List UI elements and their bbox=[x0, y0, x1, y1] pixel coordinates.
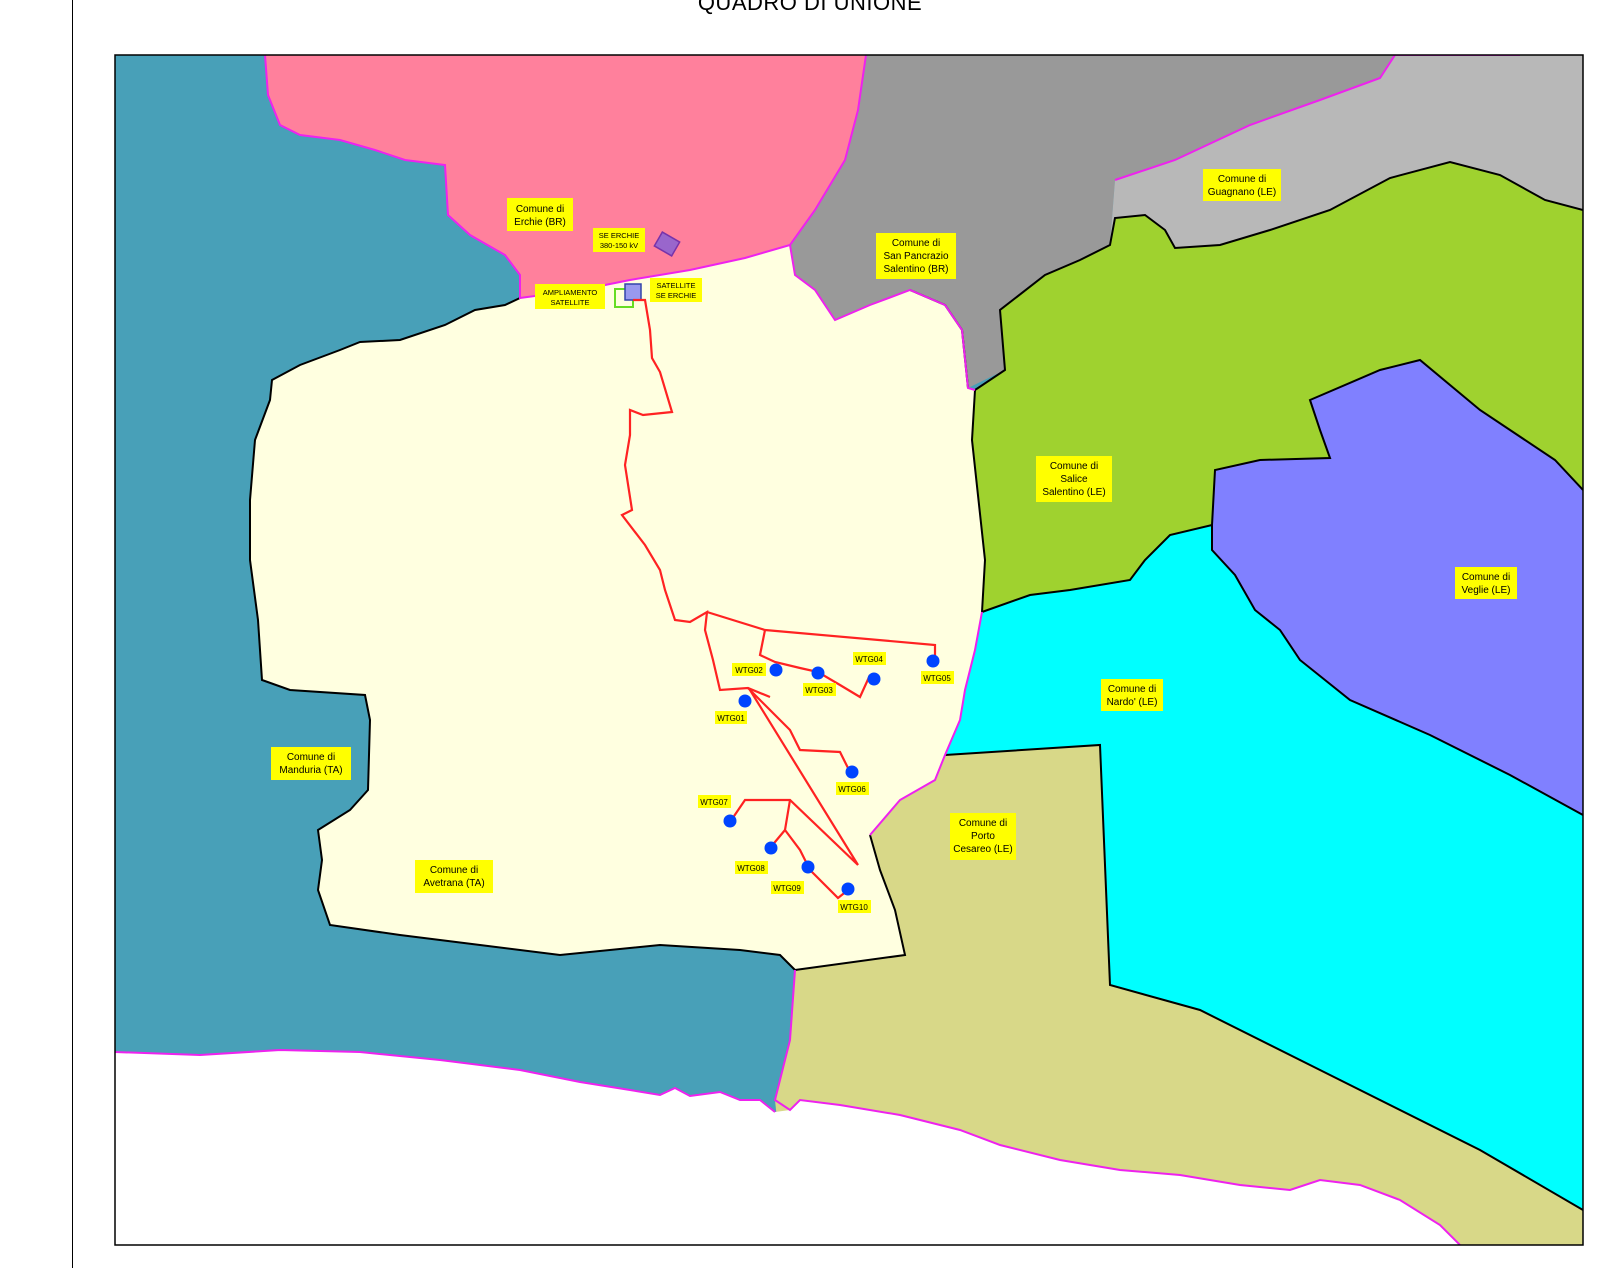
label-salice-line3: Salentino (LE) bbox=[1042, 487, 1105, 498]
turbine-label-wtg05: WTG05 bbox=[923, 674, 951, 683]
label-veglie: Comune di Veglie (LE) bbox=[1455, 567, 1517, 599]
label-ampliamento: AMPLIAMENTO SATELLITE bbox=[535, 284, 605, 309]
turbine-label-wtg07: WTG07 bbox=[700, 798, 728, 807]
turbine-markers bbox=[723, 654, 940, 896]
region-sea bbox=[115, 1050, 1460, 1245]
label-veglie-line1: Comune di bbox=[1462, 572, 1510, 583]
label-san-pancrazio: Comune di San Pancrazio Salentino (BR) bbox=[876, 233, 956, 279]
region-avetrana bbox=[250, 245, 985, 970]
region-veglie bbox=[1212, 360, 1583, 815]
turbine-label-wtg03: WTG03 bbox=[805, 686, 833, 695]
turbine-label-wtg08: WTG08 bbox=[737, 864, 765, 873]
map-regions: Comune di Erchie (BR) Comune di San Panc… bbox=[115, 55, 1583, 1245]
label-porto-cesareo: Comune di Porto Cesareo (LE) bbox=[950, 813, 1016, 860]
label-satellite-line2: SE ERCHIE bbox=[656, 291, 696, 300]
turbine-wtg09-icon[interactable] bbox=[801, 860, 815, 874]
label-erchie: Comune di Erchie (BR) bbox=[507, 198, 573, 231]
turbine-label-wtg09: WTG09 bbox=[773, 884, 801, 893]
label-salice-line2: Salice bbox=[1060, 474, 1088, 485]
cable-route bbox=[620, 298, 937, 900]
label-avetrana: Comune di Avetrana (TA) bbox=[415, 860, 493, 893]
turbine-label-wtg02: WTG02 bbox=[735, 666, 763, 675]
turbine-labels: WTG01 WTG02 WTG03 WTG04 WTG05 WTG06 WTG0… bbox=[698, 652, 954, 913]
label-porto-cesareo-line3: Cesareo (LE) bbox=[953, 844, 1012, 855]
satellite-se-erchie-shape bbox=[624, 283, 642, 301]
label-guagnano: Comune di Guagnano (LE) bbox=[1203, 169, 1281, 201]
region-porto-cesareo bbox=[775, 745, 1583, 1245]
turbine-wtg02-icon[interactable] bbox=[769, 663, 783, 677]
turbine-wtg06-icon[interactable] bbox=[845, 765, 859, 779]
label-erchie-line2: Erchie (BR) bbox=[514, 217, 566, 228]
label-avetrana-line2: Avetrana (TA) bbox=[423, 878, 484, 889]
label-guagnano-line2: Guagnano (LE) bbox=[1208, 187, 1276, 198]
label-avetrana-line1: Comune di bbox=[430, 865, 478, 876]
label-salice-line1: Comune di bbox=[1050, 461, 1098, 472]
label-veglie-line2: Veglie (LE) bbox=[1462, 585, 1511, 596]
turbine-label-wtg06: WTG06 bbox=[838, 785, 866, 794]
label-manduria: Comune di Manduria (TA) bbox=[271, 747, 351, 780]
label-erchie-line1: Comune di bbox=[516, 204, 564, 215]
label-se-erchie-line2: 380-150 kV bbox=[600, 241, 638, 250]
turbine-label-wtg10: WTG10 bbox=[840, 903, 868, 912]
turbine-label-wtg01: WTG01 bbox=[717, 714, 745, 723]
label-satellite: SATELLITE SE ERCHIE bbox=[650, 278, 702, 302]
label-manduria-line1: Comune di bbox=[287, 752, 335, 763]
turbine-wtg10-icon[interactable] bbox=[841, 882, 855, 896]
label-manduria-line2: Manduria (TA) bbox=[279, 765, 342, 776]
region-san-pancrazio bbox=[790, 55, 1395, 388]
label-ampliamento-line1: AMPLIAMENTO bbox=[543, 288, 598, 297]
label-san-pancrazio-line3: Salentino (BR) bbox=[883, 264, 948, 275]
label-se-erchie: SE ERCHIE 380-150 kV bbox=[593, 228, 645, 252]
highlight-boundaries bbox=[115, 55, 1520, 1245]
turbine-wtg08-icon[interactable] bbox=[764, 841, 778, 855]
label-se-erchie-line1: SE ERCHIE bbox=[599, 231, 639, 240]
label-satellite-line1: SATELLITE bbox=[656, 281, 695, 290]
label-nardo: Comune di Nardo' (LE) bbox=[1101, 679, 1163, 711]
turbine-wtg04-icon[interactable] bbox=[867, 672, 881, 686]
turbine-wtg07-icon[interactable] bbox=[723, 814, 737, 828]
label-san-pancrazio-line1: Comune di bbox=[892, 238, 940, 249]
label-guagnano-line1: Comune di bbox=[1218, 174, 1266, 185]
turbine-wtg01-icon[interactable] bbox=[738, 694, 752, 708]
label-san-pancrazio-line2: San Pancrazio bbox=[883, 251, 948, 262]
municipality-labels: Comune di Erchie (BR) Comune di San Panc… bbox=[271, 169, 1517, 893]
label-salice: Comune di Salice Salentino (LE) bbox=[1036, 456, 1112, 502]
region-erchie bbox=[265, 55, 866, 298]
turbine-wtg03-icon[interactable] bbox=[811, 666, 825, 680]
substation-se-erchie-shape bbox=[653, 231, 681, 257]
map-frame bbox=[114, 54, 1584, 1246]
label-porto-cesareo-line2: Porto bbox=[971, 831, 995, 842]
label-porto-cesareo-line1: Comune di bbox=[959, 818, 1007, 829]
turbine-wtg05-icon[interactable] bbox=[926, 654, 940, 668]
region-salice bbox=[972, 162, 1583, 612]
turbine-label-wtg04: WTG04 bbox=[855, 655, 883, 664]
label-ampliamento-line2: SATELLITE bbox=[550, 298, 589, 307]
label-nardo-line2: Nardo' (LE) bbox=[1107, 697, 1158, 708]
map-title: QUADRO DI UNIONE bbox=[697, 0, 923, 15]
label-nardo-line1: Comune di bbox=[1108, 684, 1156, 695]
facility-labels: SE ERCHIE 380-150 kV SATELLITE SE ERCHIE… bbox=[535, 228, 702, 309]
sheet-border-line bbox=[72, 0, 73, 1268]
region-boundaries bbox=[249, 160, 1583, 1211]
